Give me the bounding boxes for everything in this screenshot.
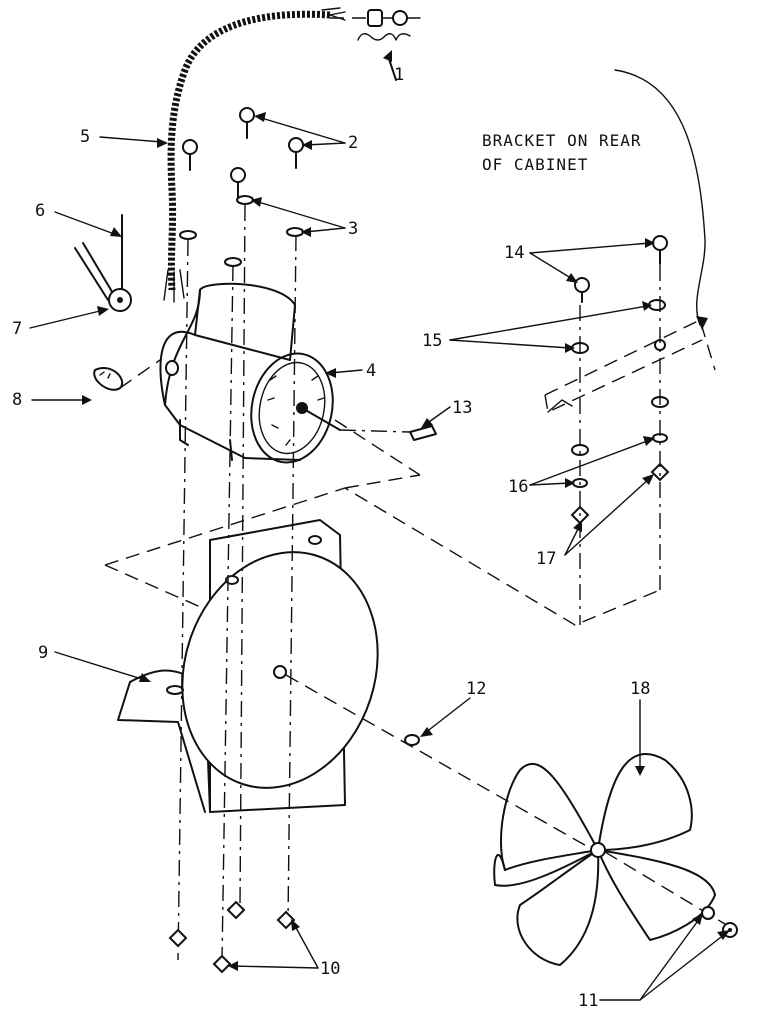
- bottom-nuts: [168, 900, 296, 974]
- bracket-note: BRACKET ON REAR OF CABINET: [482, 131, 642, 174]
- plug-connector: [330, 9, 421, 81]
- shaft-key: [339, 425, 437, 441]
- callout-14: 14: [504, 243, 524, 263]
- callout-8: 8: [12, 390, 22, 410]
- callout-9: 9: [38, 643, 48, 663]
- callout-12: 12: [466, 679, 486, 699]
- callout-labels: 1 2 3 4 5 6 7 8 9 10 11 12 13 14 15 16 1…: [12, 65, 650, 1011]
- blower-housing: [117, 519, 379, 813]
- rear-bracket-assembly: [544, 69, 716, 625]
- callout-13: 13: [452, 398, 472, 418]
- fan-blade: [493, 753, 736, 966]
- note-line-2: OF CABINET: [482, 155, 588, 174]
- callout-11: 11: [578, 991, 598, 1011]
- alignment-lines: [177, 204, 297, 961]
- leader-lines: [29, 112, 730, 1001]
- capacitor-assembly: [74, 214, 161, 391]
- callout-7: 7: [12, 319, 22, 339]
- fan-hub-axis: [285, 674, 591, 849]
- note-line-1: BRACKET ON REAR: [482, 131, 642, 150]
- callout-15: 15: [422, 331, 442, 351]
- callout-5: 5: [80, 127, 90, 147]
- callout-6: 6: [35, 201, 45, 221]
- power-cord: [163, 7, 346, 303]
- callout-17: 17: [536, 549, 556, 569]
- motor: [159, 282, 341, 464]
- motor-bolts: [179, 107, 304, 267]
- callout-2: 2: [348, 133, 358, 153]
- callout-1: 1: [394, 65, 404, 85]
- callout-3: 3: [348, 219, 358, 239]
- callout-16: 16: [508, 477, 528, 497]
- callout-18: 18: [630, 679, 650, 699]
- callout-4: 4: [366, 361, 376, 381]
- callout-10: 10: [320, 959, 340, 979]
